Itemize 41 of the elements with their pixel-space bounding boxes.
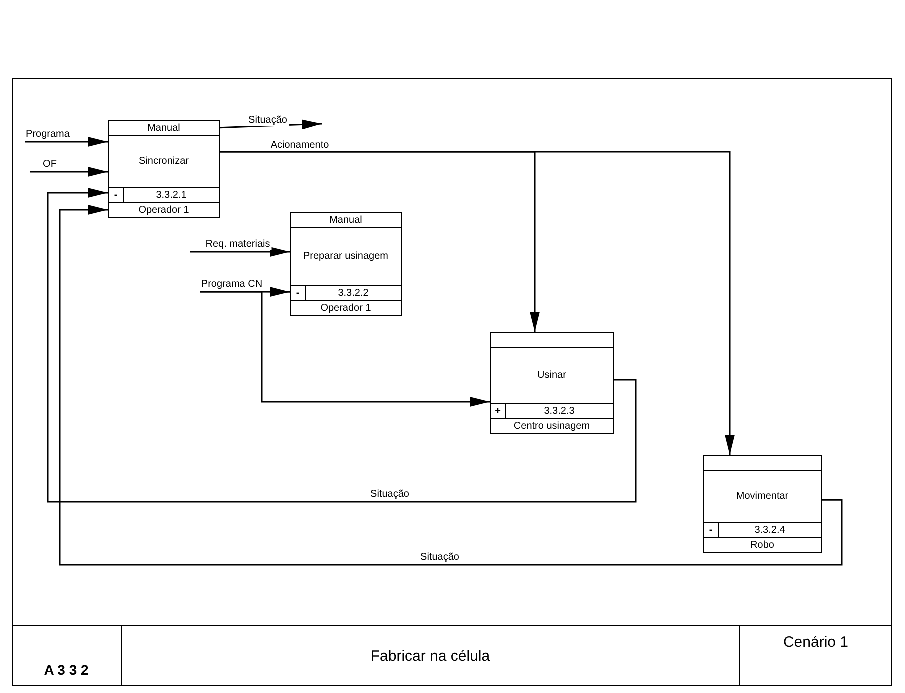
arrow [190, 247, 290, 258]
edge-label: Acionamento [268, 140, 332, 151]
arrow [220, 151, 736, 455]
mechanism-label: Manual [330, 214, 362, 226]
edge-label: Req. materiais [204, 239, 272, 250]
arrow [25, 136, 108, 147]
edge-label: Situação [368, 489, 412, 500]
activity-box [703, 455, 822, 553]
edge-label: Situação [246, 115, 290, 126]
decomposition-sign: + [495, 406, 501, 416]
arrow [47, 188, 637, 503]
activity-number: 3.3.2.4 [754, 524, 786, 536]
arrow [200, 291, 490, 407]
edge-label: OF [41, 159, 59, 170]
mechanism-label: Manual [148, 122, 180, 134]
resource-label: Robo [750, 540, 774, 550]
activity-number: 3.3.2.1 [156, 190, 187, 200]
activity-box [290, 212, 402, 316]
decomposition-sign: - [296, 288, 300, 298]
decomposition-sign: - [114, 190, 118, 200]
activity-name: Sincronizar [138, 156, 190, 168]
decomposition-sign: - [709, 524, 713, 536]
activity-name: Usinar [538, 370, 566, 382]
activity-number: 3.3.2.2 [338, 288, 369, 298]
diagram-title: Fabricar na célula [370, 646, 492, 666]
arrow [220, 119, 322, 130]
diagram-number: A 3 3 2 [43, 661, 90, 680]
activity-name: Preparar usinagem [303, 250, 389, 262]
activity-box [490, 332, 614, 434]
edge-label: Programa [24, 129, 72, 140]
arrow [59, 204, 843, 566]
resource-label: Operador 1 [320, 302, 372, 314]
scenario-label: Cenário 1 [782, 633, 850, 653]
activity-box [108, 120, 220, 218]
resource-label: Centro usinagem [514, 420, 590, 432]
activity-name: Movimentar [736, 490, 789, 502]
activity-number: 3.3.2.3 [544, 406, 575, 416]
resource-label: Operador 1 [138, 204, 190, 216]
edge-label: Situação [418, 552, 462, 563]
arrow [30, 166, 108, 177]
edge-label: Programa CN [199, 279, 265, 290]
